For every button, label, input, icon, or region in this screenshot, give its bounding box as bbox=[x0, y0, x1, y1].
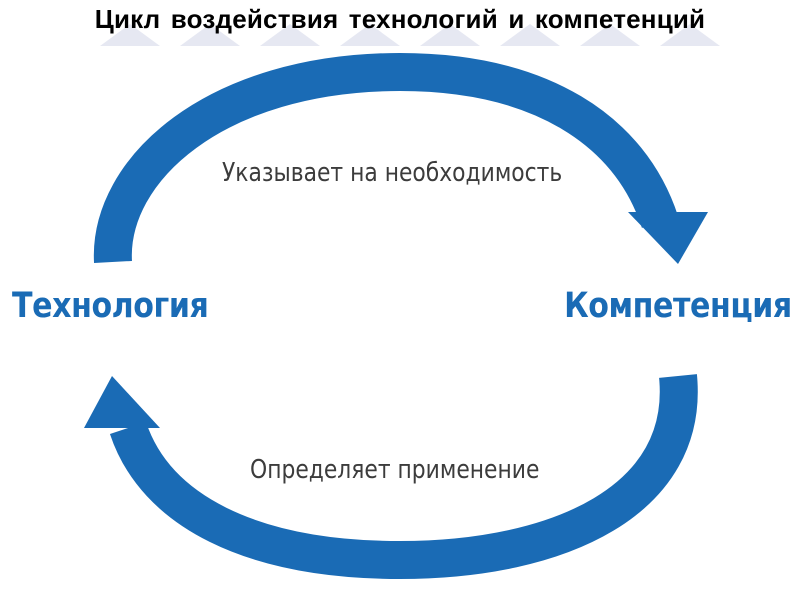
diagram-title: Цикл воздействия технологий и компетенци… bbox=[94, 4, 706, 34]
node-technology: Технология bbox=[12, 286, 209, 326]
edge-label-bottom: Определяет применение bbox=[250, 455, 540, 485]
edge-label-top: Указывает на необходимость bbox=[222, 158, 563, 188]
bottom-arrowhead bbox=[84, 376, 160, 428]
bottom-arrow-arc bbox=[109, 374, 698, 580]
top-arrow-arc bbox=[93, 52, 679, 264]
node-competence: Компетенция bbox=[564, 286, 792, 326]
title-watermark bbox=[100, 24, 720, 46]
top-arrowhead bbox=[628, 212, 708, 264]
